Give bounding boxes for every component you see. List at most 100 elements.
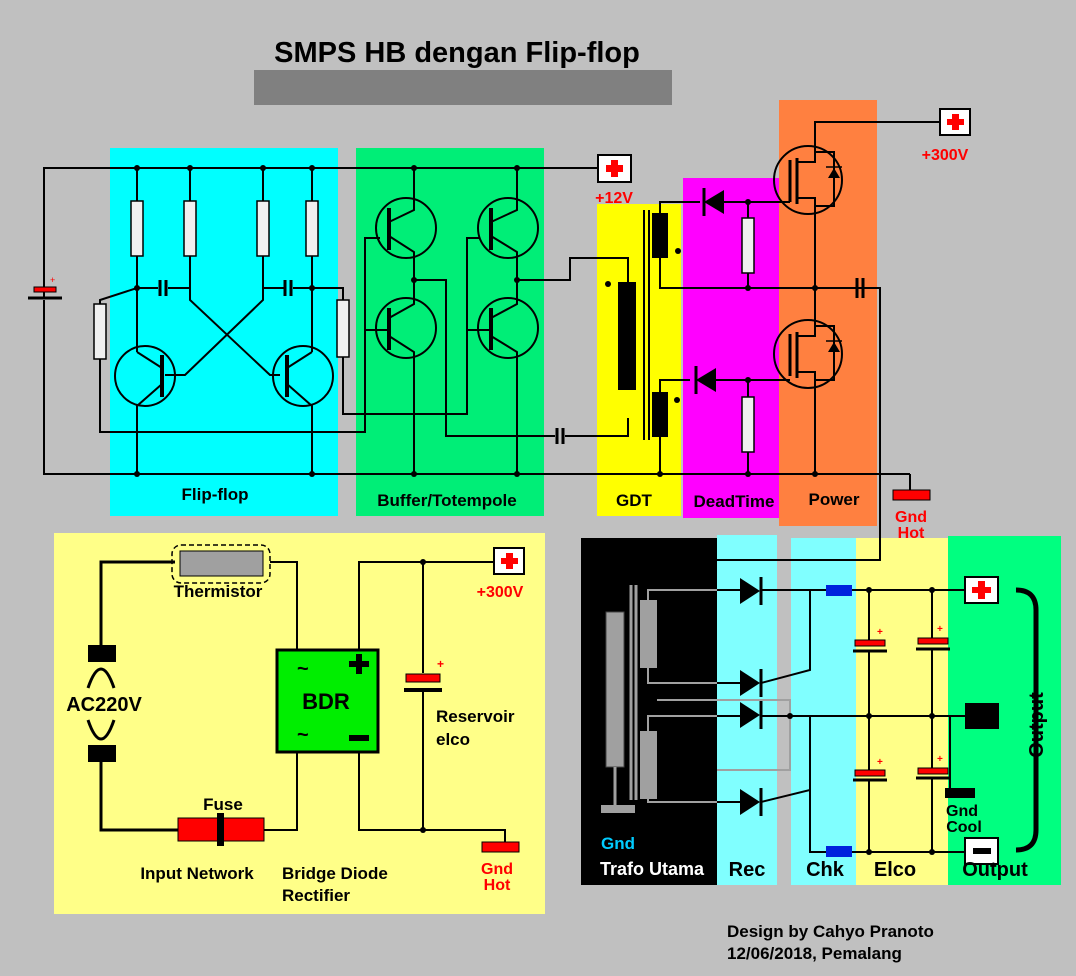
v12-label: +12V (595, 190, 633, 207)
ff-resistor-left (93, 303, 107, 360)
rec-diode-3 (740, 702, 760, 728)
svg-text:+: + (937, 624, 943, 635)
ac-plug-top (88, 645, 116, 662)
v300-top-label: +300V (922, 147, 969, 164)
thermistor-to-bdr-wire (270, 561, 298, 650)
section-label-output: Output (962, 859, 1028, 881)
credit-line-1: Design by Cahyo Pranoto (727, 922, 934, 941)
power-panel (779, 100, 877, 526)
section-label-rec: Rec (729, 859, 766, 881)
power-mosfet-lower (773, 319, 843, 389)
rec-diode-2 (740, 670, 760, 696)
bdr-ac-symbol-bottom: ~ (297, 724, 309, 746)
ac-label: AC220V (66, 694, 142, 716)
gnd-cool-label-2: Cool (946, 819, 982, 836)
rec-diode-4 (740, 789, 760, 815)
gdt-primary-winding (618, 282, 636, 390)
ac-wave-upper (86, 667, 116, 689)
reservoir-label-2: elco (436, 730, 470, 749)
section-label-trafo: Trafo Utama (600, 859, 705, 879)
fuse-label: Fuse (203, 795, 243, 814)
gdt-secondary-lower (652, 392, 668, 437)
ff-transistor-right (272, 345, 334, 407)
deadtime-resistor-lower (741, 396, 755, 453)
bdr-label: BDR (302, 689, 350, 714)
section-label-elco: Elco (874, 859, 916, 881)
gnd-cool-label-1: Gnd (946, 803, 978, 820)
power-mosfet-upper (773, 145, 843, 215)
deadtime-panel (683, 178, 783, 518)
ac-neutral-wire (99, 762, 178, 832)
deadtime-diode-upper (704, 190, 724, 214)
section-label-flipflop: Flip-flop (181, 485, 248, 504)
v300-input-label: +300V (477, 584, 524, 601)
ff-transistor-left (114, 345, 176, 407)
bdr-ac-symbol-top: ~ (297, 658, 309, 680)
page-title: SMPS HB dengan Flip-flop (274, 37, 640, 69)
ac-line-wire (99, 560, 175, 645)
bridge-label-1: Bridge Diode (282, 864, 388, 883)
section-label-power: Power (808, 490, 859, 509)
gnd-cool-symbol (945, 788, 975, 798)
rec-diode-1 (740, 578, 760, 604)
buffer-transistor-1 (375, 197, 437, 259)
credit-line-2: 12/06/2018, Pemalang (727, 944, 902, 963)
section-label-deadtime: DeadTime (694, 492, 775, 511)
ff-resistor-1 (130, 200, 144, 257)
gnd-hot-top-symbol (892, 489, 931, 501)
bdr-plus-wire (358, 561, 494, 650)
svg-text:+: + (937, 754, 943, 765)
buffer-transistor-4 (477, 297, 539, 359)
gnd-hot-top-label-1: Gnd (895, 509, 927, 526)
trafo-secondary-lower (640, 731, 657, 799)
bdr-minus (349, 735, 369, 741)
ff-resistor-4 (305, 200, 319, 257)
input-network-label: Input Network (140, 864, 254, 883)
buffer-transistor-3 (477, 197, 539, 259)
bridge-label-2: Rectifier (282, 886, 350, 905)
gnd-hot-bottom-label-1: Gnd (481, 861, 513, 878)
ff-resistor-2 (183, 200, 197, 257)
section-label-gdt: GDT (616, 491, 653, 510)
chk-inductor-bottom (826, 846, 852, 857)
gnd-hot-bottom-symbol (481, 841, 520, 853)
gnd-hot-top-label-2: Hot (898, 525, 925, 542)
deadtime-diode-lower (696, 368, 716, 392)
ff-resistor-3 (256, 200, 270, 257)
reservoir-elco-plus-plate (405, 673, 441, 683)
ff-resistor-right (336, 299, 350, 358)
battery-plus-mark: + (50, 275, 55, 285)
buffer-transistor-2 (375, 297, 437, 359)
trafo-primary-winding (605, 611, 625, 768)
trafo-secondary-upper (640, 600, 657, 668)
output-gnd-terminal (965, 703, 999, 729)
trafo-gnd-label: Gnd (601, 834, 635, 853)
ground-rail-wire (43, 300, 910, 475)
section-label-buffer: Buffer/Totempole (377, 491, 516, 510)
output-bracket (1015, 587, 1039, 853)
deadtime-resistor-upper (741, 217, 755, 274)
buffer-panel (356, 148, 544, 516)
ac-plug-bottom (88, 745, 116, 762)
ac-wave-lower (86, 719, 116, 741)
fuse-element (217, 813, 224, 846)
thermistor-body (179, 550, 264, 577)
section-label-chk: Chk (806, 859, 845, 881)
gdt-secondary-upper (652, 213, 668, 258)
fuse-to-bdr-wire (264, 752, 298, 831)
elco-1-plus (854, 639, 886, 647)
svg-text:+: + (877, 757, 883, 768)
gnd-hot-bottom-label-2: Hot (484, 877, 511, 894)
elco-4-plus (917, 767, 949, 775)
output-vertical-label: Output (1026, 692, 1048, 758)
bdr-plus-v (356, 654, 362, 674)
elco-2-plus (854, 769, 886, 777)
title-bar (254, 70, 672, 105)
reservoir-elco-plus-mark: + (437, 657, 444, 671)
svg-text:+: + (877, 627, 883, 638)
bdr-minus-wire (358, 752, 506, 842)
elco-3-plus (917, 637, 949, 645)
battery-plus-plate (33, 286, 57, 293)
trafo-gnd-symbol (601, 805, 635, 813)
